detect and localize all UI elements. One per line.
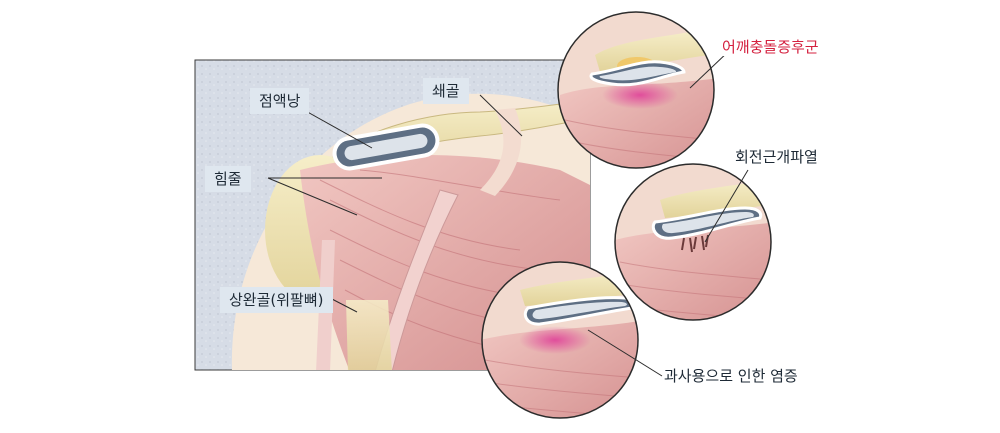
leader-lines <box>267 94 523 313</box>
label-overuse: 과사용으로 인한 염증 <box>664 367 798 385</box>
overuse-inset <box>481 261 639 419</box>
label-impingement: 어깨충돌증후군 <box>722 38 819 56</box>
label-humerus: 상완골(위팔뼈) <box>220 287 333 313</box>
impingement-inset <box>557 11 715 169</box>
label-tendon: 힘줄 <box>205 166 251 192</box>
label-clavicle: 쇄골 <box>423 78 469 104</box>
rotator-tear-inset <box>614 163 772 321</box>
label-bursa: 점액낭 <box>250 88 310 114</box>
label-rotator-tear: 회전근개파열 <box>735 148 818 166</box>
